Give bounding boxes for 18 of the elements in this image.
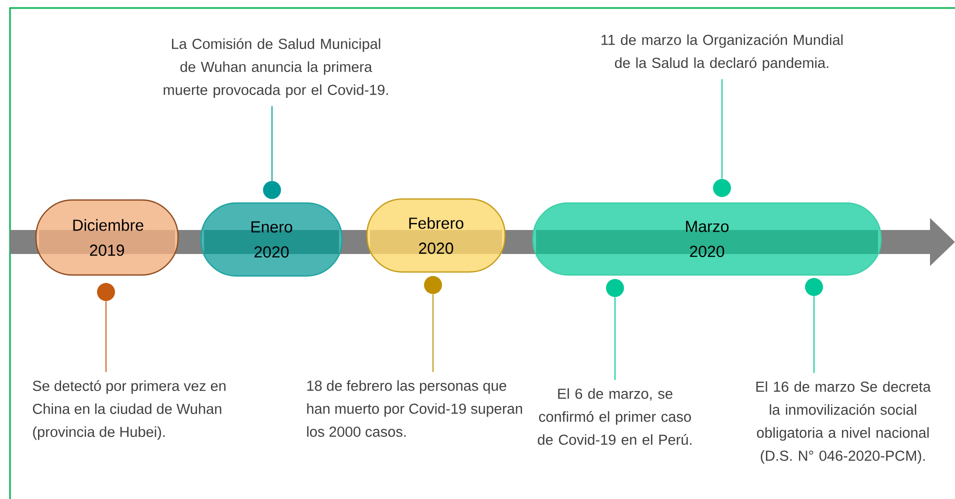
event-text: El 16 de marzo Se decreta la inmovilización social obligatoria a nivel nacional (D.S. N° 046-2020-PCM). (756, 381, 931, 464)
month-pill: Enero 2020 (200, 202, 343, 277)
event-text: La Comisión de Salud Municipal de Wuhan anuncia la primera muerte provocada por el Covid-19. (164, 38, 388, 98)
month-pill: Febrero 2020 (366, 198, 506, 273)
month-pill: Diciembre 2019 (35, 199, 179, 276)
event-text: Se detectó por primera vez en China en la ciudad de Wuhan (provincia de Hubei). (32, 380, 226, 440)
event-text: 11 de marzo la Organización Mundial de la Salud la declaró pandemia. (602, 34, 843, 71)
leader-line (614, 296, 616, 380)
event-text: 18 de febrero las personas que han muerto por Covid-19 superan los 2000 casos. (307, 380, 522, 437)
leader-line (432, 294, 434, 372)
month-pill: Marzo 2020 (532, 202, 882, 276)
marker-dot (713, 179, 731, 197)
marker-dot (805, 278, 823, 296)
marker-dot (424, 276, 442, 294)
event-text: El 6 de marzo, se confirmó el primer caso de Covid-19 en el Perú. (538, 388, 692, 445)
marker-dot (263, 181, 281, 199)
marker-dot (97, 283, 115, 301)
marker-dot (606, 279, 624, 297)
